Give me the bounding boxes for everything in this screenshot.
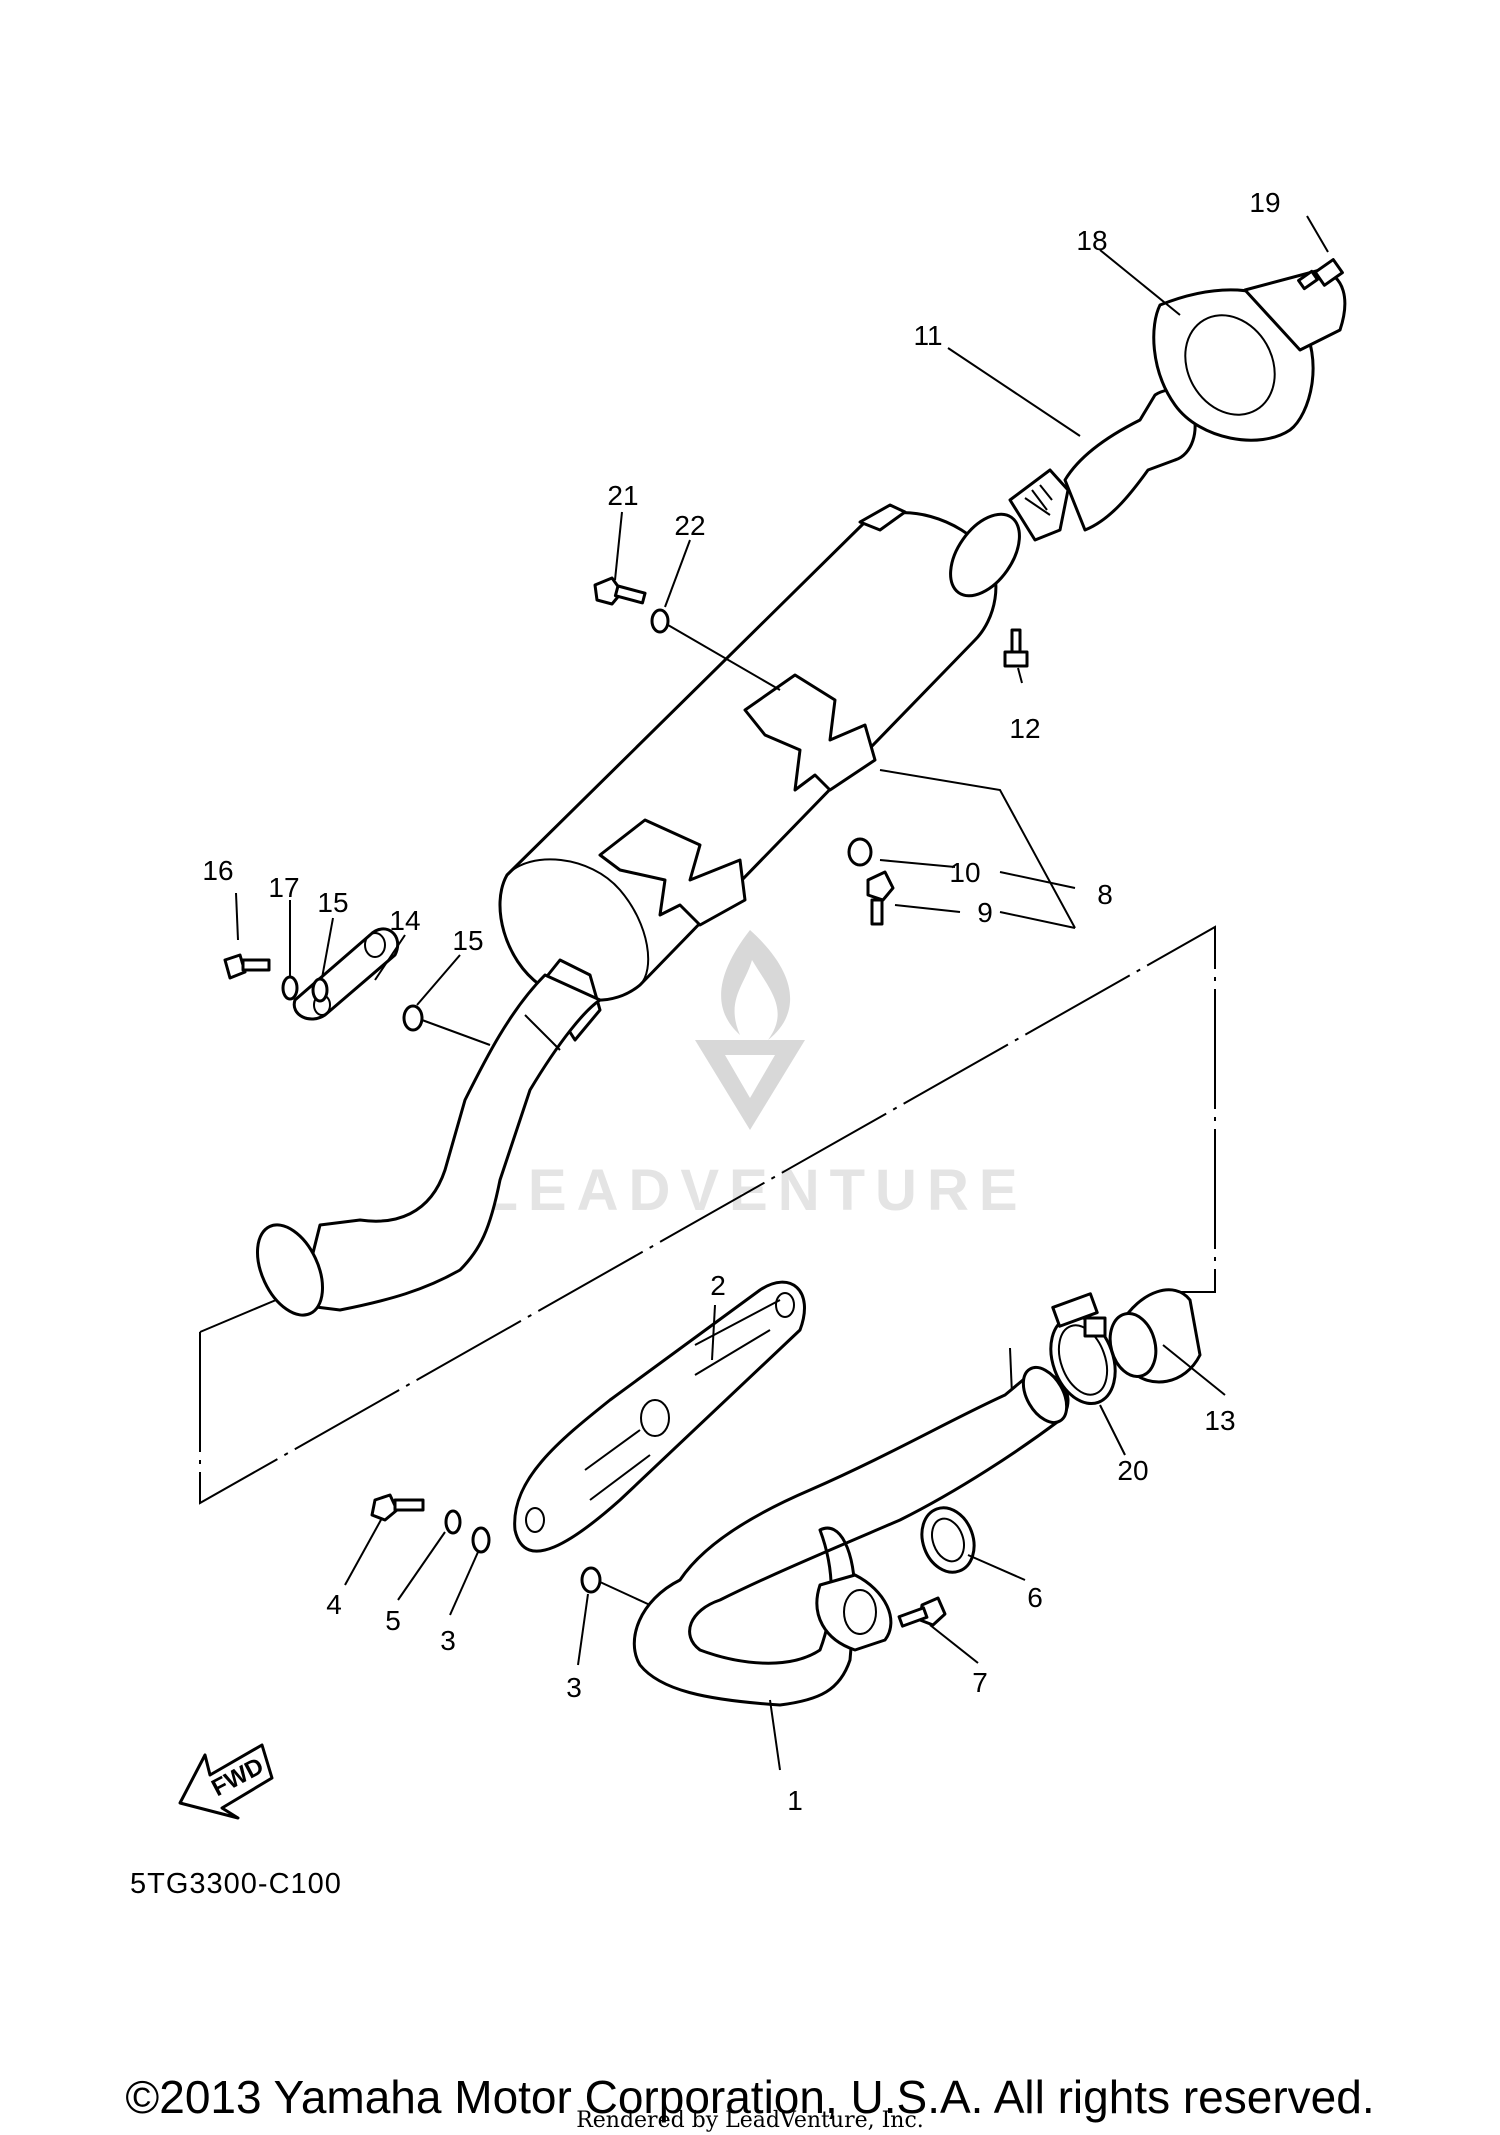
callout-3: 3 xyxy=(440,1625,456,1656)
callout-1: 1 xyxy=(787,1785,803,1816)
leader-lines xyxy=(235,215,1329,1771)
bolt-12 xyxy=(1003,628,1029,668)
diagram-code: 5TG3300-C100 xyxy=(130,1868,342,1900)
callout-16: 16 xyxy=(202,855,233,886)
stay-14 xyxy=(292,927,400,1021)
watermark-text: LEADVENTURE xyxy=(482,1158,1027,1223)
washer-3-a xyxy=(471,1526,491,1554)
washer-5 xyxy=(444,1509,462,1535)
bolt-7 xyxy=(897,1596,947,1628)
rendered-by-credit: Rendered by LeadVenture, Inc. xyxy=(576,2108,924,2133)
gasket-6 xyxy=(920,1506,976,1574)
callout-13: 13 xyxy=(1204,1405,1235,1436)
heat-protector xyxy=(513,1280,806,1553)
callout-15-b: 15 xyxy=(452,925,483,956)
callout-18: 18 xyxy=(1076,225,1107,256)
bolt-9 xyxy=(866,870,895,926)
washer-15-b xyxy=(402,1004,491,1046)
muffler xyxy=(498,503,1021,1042)
fwd-arrow-icon: FWD xyxy=(178,1743,274,1820)
callout-9: 9 xyxy=(977,897,993,928)
spark-arrester xyxy=(1008,388,1197,542)
washer-17 xyxy=(281,975,299,1001)
callouts: 1 2 3 3 4 5 6 7 8 9 10 11 12 13 14 15 15… xyxy=(202,187,1280,1816)
callout-21: 21 xyxy=(607,480,638,511)
washer-3-b xyxy=(580,1566,651,1606)
leadventure-watermark: LEADVENTURE xyxy=(482,930,1027,1223)
callout-17: 17 xyxy=(268,872,299,903)
washer-22 xyxy=(650,608,781,691)
copyright-notice: ©2013 Yamaha Motor Corporation, U.S.A. A… xyxy=(125,2071,1375,2123)
gasket-13 xyxy=(1108,1288,1202,1384)
callout-10: 10 xyxy=(949,857,980,888)
clamp-20 xyxy=(1049,1292,1117,1406)
callout-4: 4 xyxy=(326,1589,342,1620)
callout-12: 12 xyxy=(1009,713,1040,744)
bolt-19 xyxy=(1297,258,1344,291)
callout-2: 2 xyxy=(710,1270,726,1301)
mid-pipe xyxy=(256,973,602,1317)
bolt-21 xyxy=(593,576,647,606)
washer-15-a xyxy=(311,977,329,1003)
callout-5: 5 xyxy=(385,1605,401,1636)
bolt-16 xyxy=(223,953,271,980)
bolt-4 xyxy=(370,1493,425,1522)
callout-11: 11 xyxy=(913,320,942,351)
callout-19: 19 xyxy=(1249,187,1280,218)
callout-20: 20 xyxy=(1117,1455,1148,1486)
header-pipe xyxy=(632,1366,1070,1707)
callout-15: 15 xyxy=(317,887,348,918)
washer-10 xyxy=(847,837,873,867)
callout-3-b: 3 xyxy=(566,1672,582,1703)
callout-22: 22 xyxy=(674,510,705,541)
end-cap xyxy=(1152,268,1347,442)
callout-8: 8 xyxy=(1097,879,1113,910)
callout-6: 6 xyxy=(1027,1582,1043,1613)
callout-7: 7 xyxy=(972,1667,988,1698)
callout-14: 14 xyxy=(389,905,420,936)
